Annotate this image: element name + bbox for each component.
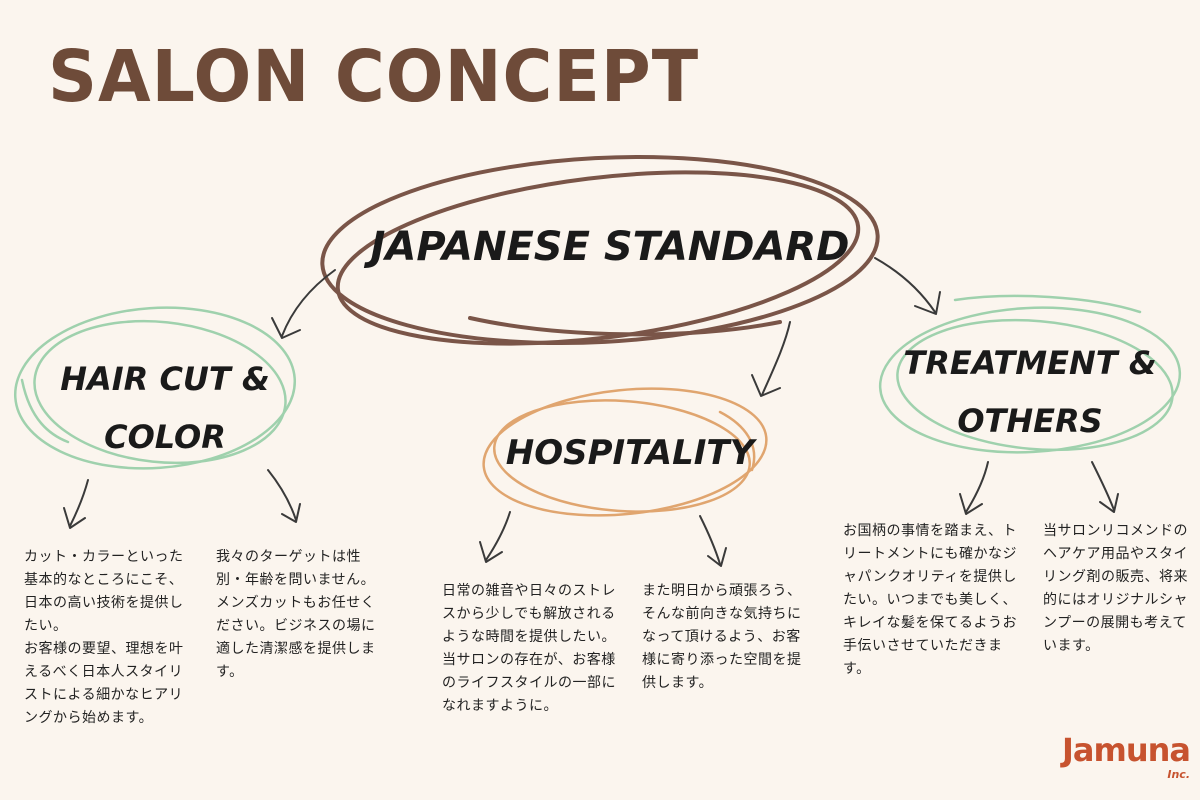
cut-description-technique: カット・カラーといった基本的なところにこそ、日本の高い技術を提供したい。お客様の… (24, 549, 184, 726)
cut-label-line2: COLOR (104, 418, 226, 456)
center-node-label: JAPANESE STANDARD (370, 224, 850, 270)
center-scribble-ellipse (320, 154, 880, 346)
hospitality-description-relax: 日常の雑音や日々のストレスから少しでも解放されるような時間を提供したい。当サロン… (442, 583, 616, 714)
treatment-description-products: 当サロンリコメンドのヘアケア用品やスタイリング剤の販売、将来的にはオリジナルシャ… (1043, 523, 1188, 654)
cut-label-line1: HAIR CUT & (60, 360, 270, 398)
brand-logo-suffix: Inc. (1167, 768, 1190, 781)
brand-logo: Jamuna (1062, 731, 1191, 769)
treatment-label-line2: OTHERS (957, 402, 1103, 440)
cut-node-label: HAIR CUT & COLOR (40, 350, 290, 466)
hospitality-description-space: また明日から頑張ろう、そんな前向きな気持ちになって頂けるよう、お客様に寄り添った… (642, 583, 802, 691)
treatment-label-line1: TREATMENT & (903, 344, 1157, 382)
treatment-node-label: TREATMENT & OTHERS (895, 334, 1165, 450)
hospitality-node-label: HOSPITALITY (505, 433, 755, 473)
page-title: SALON CONCEPT (48, 36, 700, 119)
branch-arrows (63, 461, 1119, 567)
cut-scribble-ellipse (13, 306, 297, 470)
treatment-description-quality: お国柄の事情を踏まえ、トリートメントにも確かなジャパンクオリティを提供したい。い… (843, 523, 1017, 677)
hospitality-scribble-ellipse (482, 387, 768, 517)
center-arrows (271, 257, 941, 397)
cut-description-target: 我々のターゲットは性別・年齢を問いません。メンズカットもお任せください。ビジネス… (216, 549, 376, 680)
treatment-scribble-ellipse (878, 294, 1182, 454)
